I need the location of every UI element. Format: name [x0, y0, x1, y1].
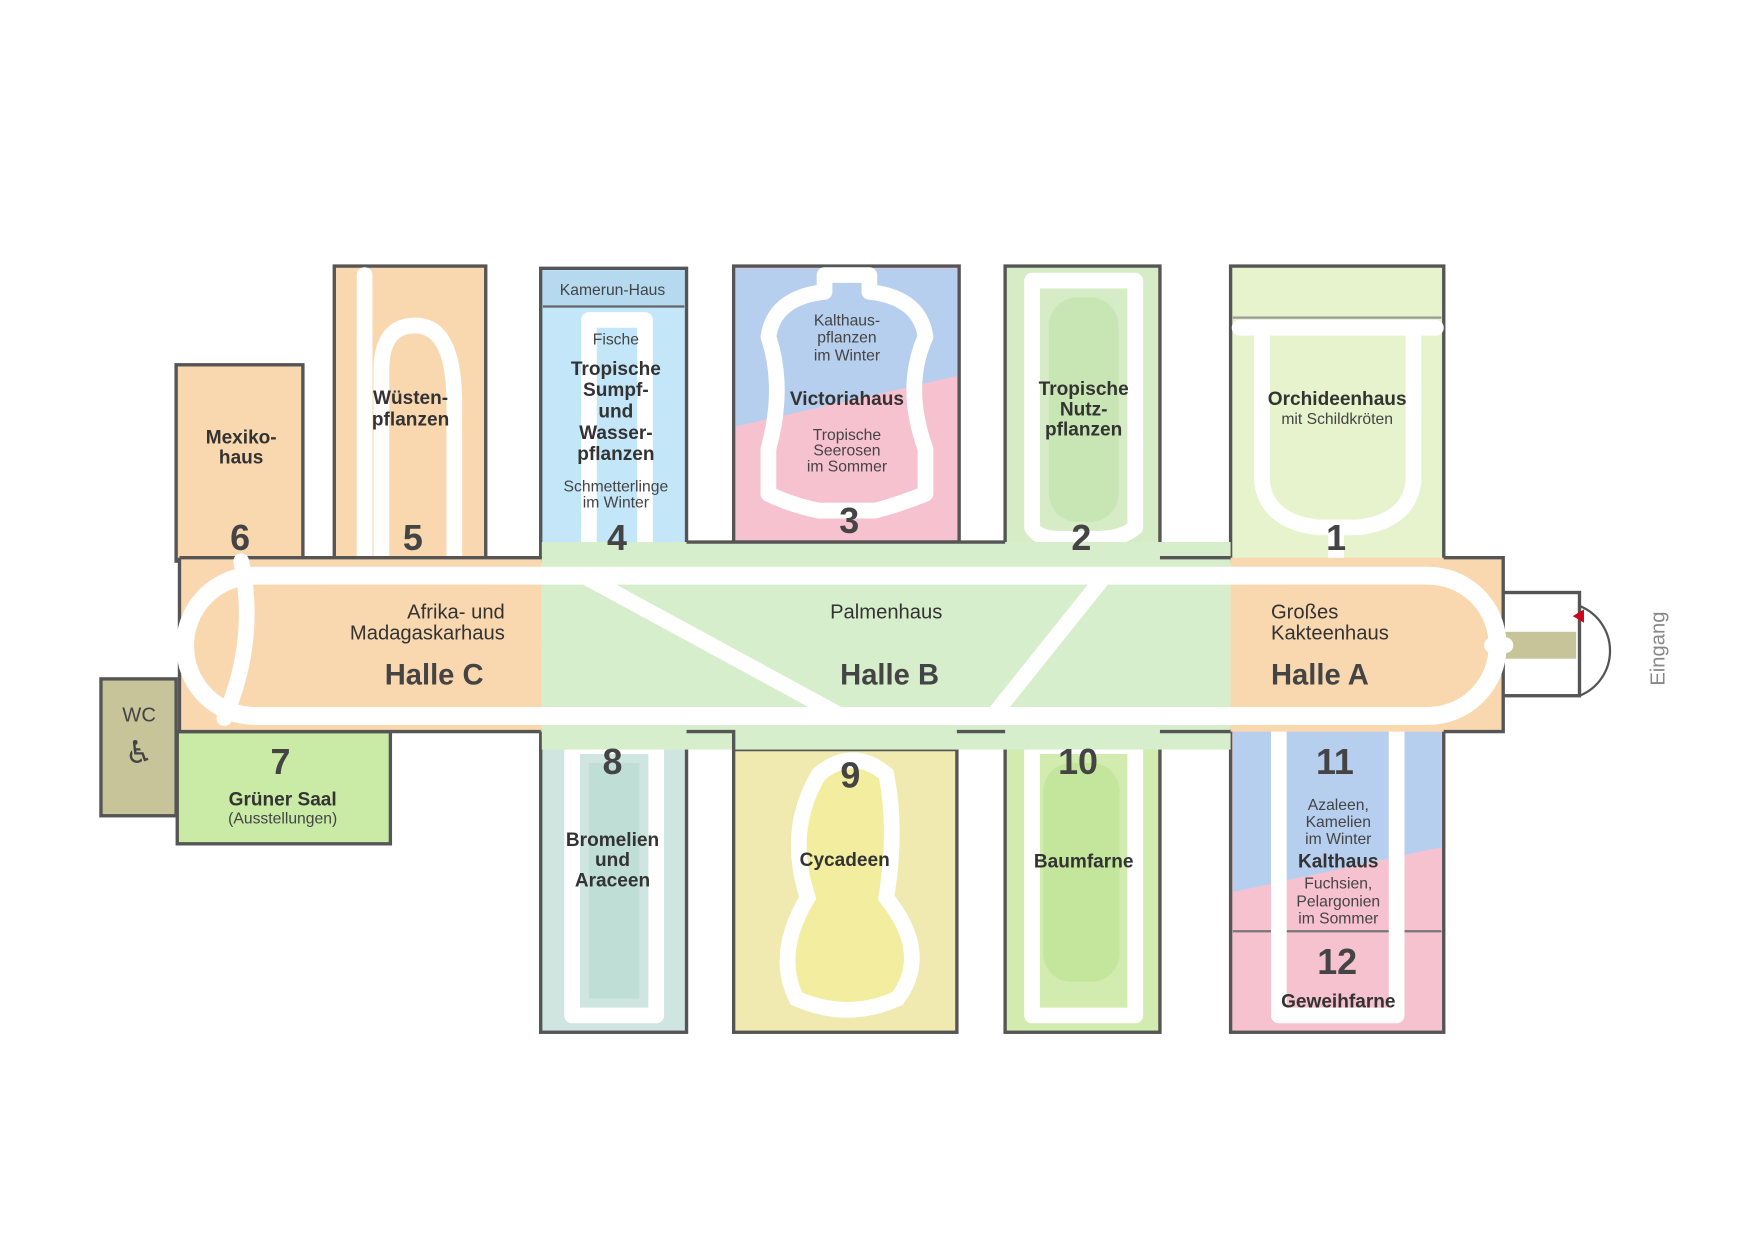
- hall-b-title: Palmenhaus: [830, 601, 942, 623]
- room-8-number: 8: [603, 742, 623, 782]
- room-5-number: 5: [403, 518, 423, 558]
- room-1-note: mit Schildkröten: [1281, 411, 1393, 428]
- room-8-name: und: [595, 850, 630, 871]
- room-11-note: Pelargonien: [1296, 894, 1380, 911]
- room-3-note: pflanzen: [817, 329, 876, 346]
- room-11-note: Azaleen,: [1308, 797, 1369, 814]
- room-10-number: 10: [1058, 742, 1098, 782]
- entrance-label: Eingang: [1648, 612, 1670, 686]
- room-2-number: 2: [1071, 518, 1091, 558]
- room-3-name: Victoriahaus: [790, 389, 904, 410]
- entrance-marker-icon: [1572, 609, 1584, 623]
- room-3-note: Tropische: [813, 427, 882, 444]
- room-3-number: 3: [839, 501, 859, 541]
- room-3[interactable]: [731, 264, 961, 544]
- room-8-name: Araceen: [575, 870, 650, 891]
- wc-label: WC: [122, 705, 156, 727]
- room-9-name: Cycadeen: [800, 850, 890, 871]
- room-2[interactable]: [1003, 264, 1162, 569]
- room-4-name: Sumpf-: [583, 380, 649, 401]
- room-4-name: und: [598, 402, 633, 423]
- room-1-name: Orchideenhaus: [1268, 389, 1407, 410]
- room-3-note: im Sommer: [807, 458, 887, 475]
- room-4[interactable]: [539, 266, 689, 569]
- room-5-name: pflanzen: [372, 409, 449, 430]
- room-9[interactable]: [731, 747, 959, 1034]
- hall-a-title: Kakteenhaus: [1271, 623, 1389, 645]
- room-5[interactable]: [332, 264, 488, 569]
- room-3-note: Seerosen: [813, 443, 880, 460]
- room-11-12[interactable]: [1228, 721, 1446, 1034]
- room-3-note: im Winter: [814, 347, 880, 364]
- room-10[interactable]: [1003, 721, 1162, 1034]
- room-11-note: im Sommer: [1298, 910, 1378, 927]
- room-11-note: Kamelien: [1306, 814, 1371, 831]
- room-2-name: Tropische: [1039, 379, 1129, 400]
- room-11-name: Kalthaus: [1298, 851, 1379, 872]
- room-5-name: Wüsten-: [373, 388, 448, 409]
- room-7-note: (Ausstellungen): [228, 811, 337, 828]
- room-4-note: Schmetterlinge: [564, 479, 669, 496]
- room-4-note: Fische: [593, 332, 639, 349]
- entrance-mat: [1505, 631, 1577, 659]
- room-7-name: Grüner Saal: [229, 790, 337, 811]
- room-11-note: Fuchsien,: [1304, 876, 1372, 893]
- room-12-name: Geweihfarne: [1281, 992, 1395, 1013]
- room-8-name: Bromelien: [566, 830, 659, 851]
- room-1-number: 1: [1326, 518, 1346, 558]
- hall-c-title: Madagaskarhaus: [350, 623, 505, 645]
- hall-a-title: Großes: [1271, 601, 1338, 623]
- wheelchair-icon: ♿: [125, 735, 153, 771]
- main-hall: [176, 540, 1612, 750]
- room-6-number: 6: [230, 518, 250, 558]
- hall-c-title: Afrika- und: [407, 601, 505, 623]
- room-1[interactable]: [1228, 264, 1446, 569]
- room-11-note: im Winter: [1305, 831, 1371, 848]
- room-6-name: Mexiko-: [206, 427, 277, 448]
- room-6[interactable]: [174, 363, 305, 563]
- room-4-name: Tropische: [571, 359, 661, 380]
- room-7[interactable]: [175, 729, 393, 846]
- room-12-number: 12: [1317, 942, 1357, 982]
- room-4-header: Kamerun-Haus: [560, 282, 666, 299]
- hall-b-name: Halle B: [840, 660, 939, 692]
- room-4-name: pflanzen: [577, 444, 654, 465]
- room-11-number: 11: [1316, 742, 1354, 782]
- room-9-number: 9: [840, 756, 860, 796]
- hall-c-name: Halle C: [385, 660, 484, 692]
- room-4-name: Wasser-: [579, 423, 652, 444]
- room-3-note: Kalthaus-: [814, 313, 880, 330]
- room-4-number: 4: [607, 518, 627, 558]
- room-2-name: Nutz-: [1060, 399, 1108, 420]
- room-6-name: haus: [219, 448, 264, 469]
- room-4-note: im Winter: [583, 494, 649, 511]
- room-2-name: pflanzen: [1045, 419, 1122, 440]
- room-10-name: Baumfarne: [1034, 851, 1134, 872]
- hall-a-name: Halle A: [1271, 660, 1369, 692]
- room-7-number: 7: [270, 742, 290, 782]
